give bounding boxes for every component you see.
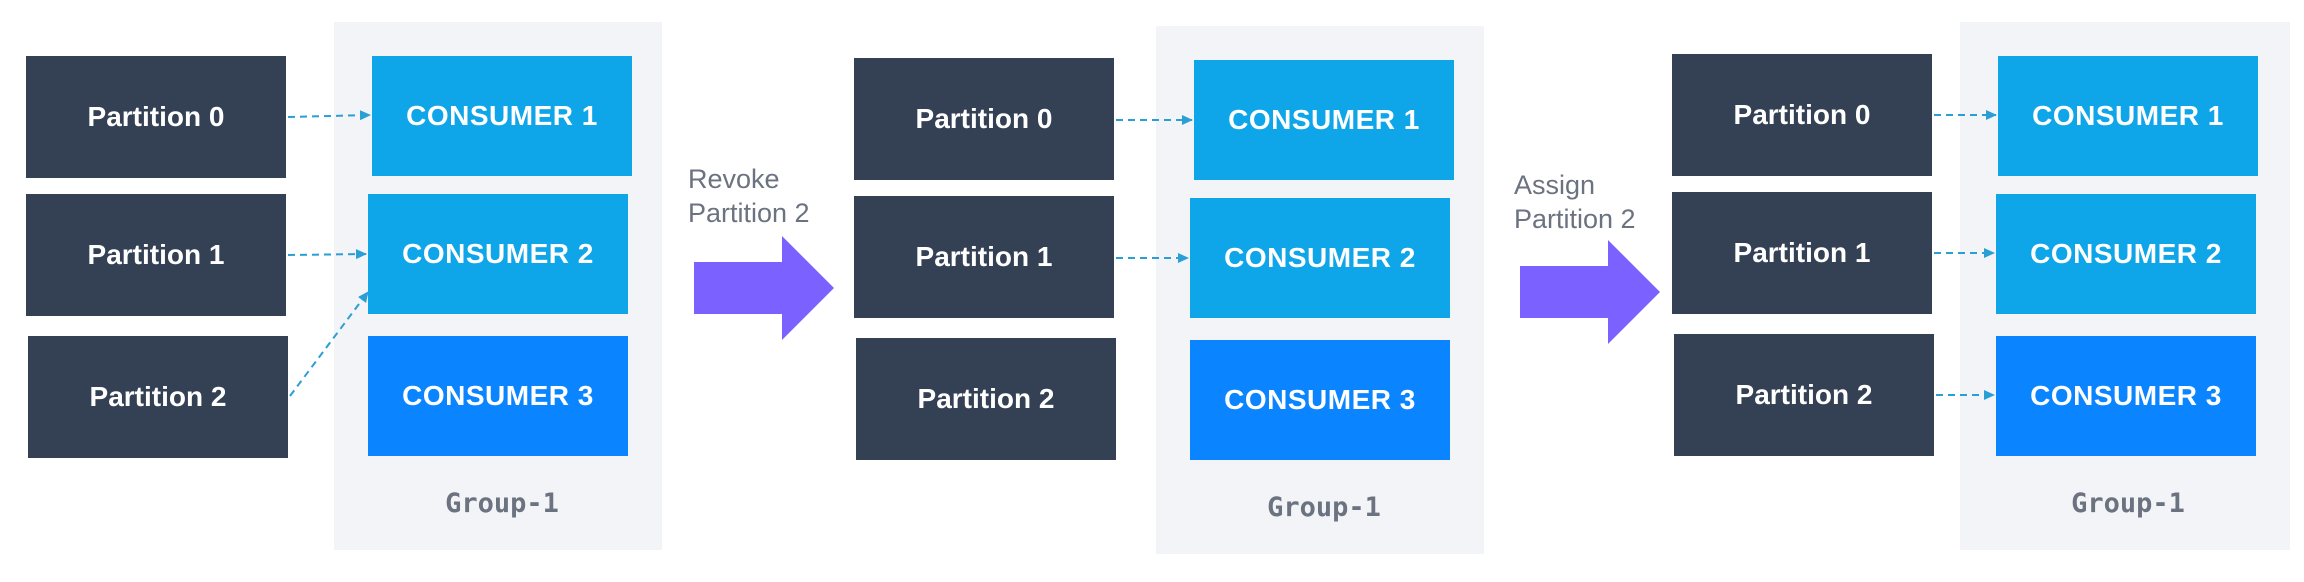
stage1-link-p0-c1: [287, 110, 371, 121]
stage1-partition-2: Partition 2: [28, 336, 288, 458]
stage1-consumer-2: CONSUMER 2: [368, 194, 628, 314]
stage2-consumer-3: CONSUMER 3: [1190, 340, 1450, 460]
stage3-partition-0: Partition 0: [1672, 54, 1932, 176]
stage1-consumer-3: CONSUMER 3: [368, 336, 628, 456]
stage1-group-label: Group-1: [445, 488, 559, 519]
transition2-label-line1: Assign: [1514, 170, 1596, 200]
stage2-consumer-2: CONSUMER 2: [1190, 198, 1450, 318]
stage2-consumer-1: CONSUMER 1: [1194, 60, 1454, 180]
stage1-consumer-1: CONSUMER 1: [372, 56, 632, 176]
transition1-label-line1: Revoke: [688, 164, 780, 194]
stage1-partition-1: Partition 1: [26, 194, 286, 316]
transition1-arrow-icon: [694, 236, 834, 340]
stage1-link-p1-c2: [287, 249, 367, 260]
stage3-consumer-1: CONSUMER 1: [1998, 56, 2258, 176]
stage1-partition-0: Partition 0: [26, 56, 286, 178]
transition2-label-line2: Partition 2: [1514, 204, 1636, 234]
stage2-partition-0: Partition 0: [854, 58, 1114, 180]
stage3-partition-2: Partition 2: [1674, 334, 1934, 456]
stage2-partition-2: Partition 2: [856, 338, 1116, 460]
transition1-label-line2: Partition 2: [688, 198, 810, 228]
stage3-partition-1: Partition 1: [1672, 192, 1932, 314]
transition1-label: Revoke Partition 2: [688, 162, 810, 230]
stage3-consumer-3: CONSUMER 3: [1996, 336, 2256, 456]
stage2-group-label: Group-1: [1267, 492, 1381, 523]
transition2-arrow-icon: [1520, 240, 1660, 344]
transition2-label: Assign Partition 2: [1514, 168, 1636, 236]
stage2-partition-1: Partition 1: [854, 196, 1114, 318]
stage1-link-p2-c2: [289, 291, 369, 397]
stage3-group-label: Group-1: [2071, 488, 2185, 519]
stage3-consumer-2: CONSUMER 2: [1996, 194, 2256, 314]
